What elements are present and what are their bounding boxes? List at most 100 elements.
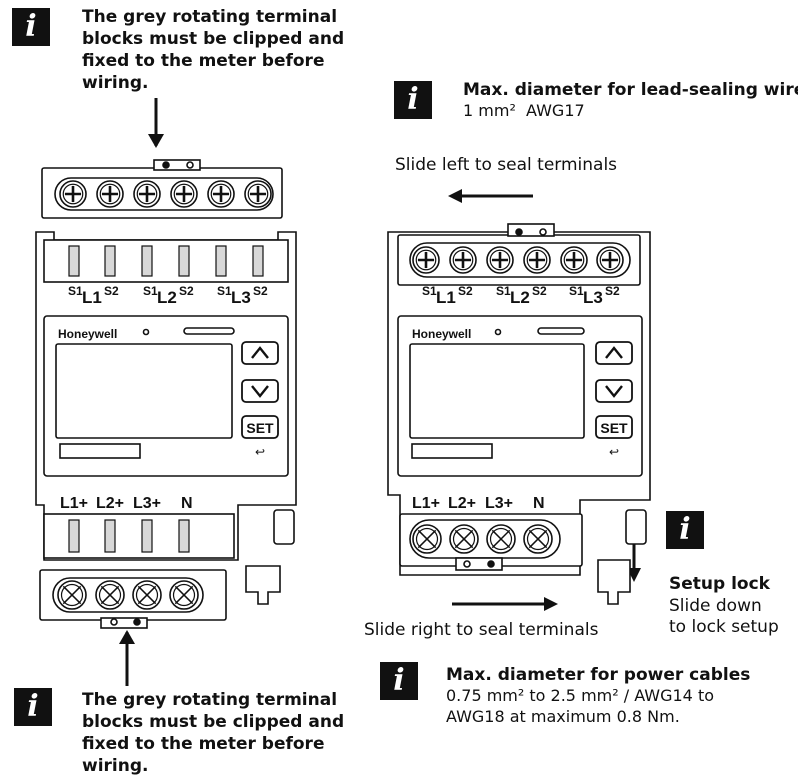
note-line: AWG18 at maximum 0.8 Nm. (446, 707, 680, 726)
note-line: fixed to the meter before (82, 734, 325, 754)
arrowhead (148, 134, 164, 148)
svg-text:L2: L2 (510, 288, 530, 307)
terminal-slot (68, 519, 80, 553)
screw-row (412, 246, 624, 274)
screw-terminal (57, 580, 87, 610)
svg-text:L1: L1 (82, 288, 102, 307)
seal-clip (153, 159, 201, 171)
seal-clip (455, 557, 503, 571)
note-line: blocks must be clipped and (82, 29, 345, 49)
seal-hole (186, 161, 194, 169)
seal-hole (110, 618, 118, 626)
terminal-slot (104, 519, 116, 553)
front-panel (43, 315, 289, 477)
svg-text:SET: SET (246, 420, 274, 436)
set-button[interactable]: SET (595, 415, 633, 439)
svg-text:L2: L2 (157, 288, 177, 307)
note-value: 1 mm² AWG17 (463, 101, 585, 120)
screw-row (57, 580, 199, 610)
terminal-slot (141, 519, 153, 553)
screw-rail (52, 577, 204, 613)
voltage-slots (68, 519, 190, 553)
slide-right-label: Slide right to seal terminals (364, 620, 599, 640)
voltage-terminal-label: L2+ (96, 495, 124, 512)
svg-text:S2: S2 (605, 284, 620, 298)
seal-clip (100, 617, 148, 629)
svg-text:S1: S1 (68, 284, 83, 298)
chevron-up-icon (251, 346, 269, 359)
svg-text:L3: L3 (583, 288, 603, 307)
arrowhead (119, 630, 135, 644)
status-led (142, 328, 150, 336)
indicator-slot (183, 327, 235, 335)
terminal-slot (215, 245, 227, 277)
label-strip (59, 443, 141, 459)
din-clip (245, 565, 281, 605)
screw-terminal (449, 524, 479, 554)
svg-text:S1: S1 (217, 284, 232, 298)
chevron-up-icon (605, 346, 623, 359)
terminal-slot (178, 519, 190, 553)
terminal-slot (104, 245, 116, 277)
voltage-terminal-label: N (181, 495, 193, 512)
brand-logo: Honeywell (412, 327, 471, 341)
set-button[interactable]: SET (241, 415, 279, 439)
up-button[interactable] (241, 341, 279, 365)
svg-text:S1: S1 (496, 284, 511, 298)
chevron-down-icon (251, 385, 269, 398)
screw-terminal (132, 580, 162, 610)
down-button[interactable] (595, 379, 633, 403)
note-line: Slide down (669, 596, 762, 616)
screw-rail (409, 242, 631, 278)
seal-hole (487, 560, 495, 568)
screw-terminal (133, 180, 161, 208)
terminal-slot (141, 245, 153, 277)
setup-lock-switch (273, 509, 295, 545)
note-line: The grey rotating terminal (82, 690, 338, 710)
screw-terminal (244, 180, 272, 208)
info-icon: i (14, 688, 52, 726)
slide-left-label: Slide left to seal terminals (395, 155, 618, 175)
down-button[interactable] (241, 379, 279, 403)
note-line: wiring. (82, 73, 149, 93)
note-line: to lock setup (669, 617, 779, 637)
svg-text:S2: S2 (104, 284, 119, 298)
voltage-terminal-label: L3+ (133, 495, 161, 512)
screw-terminal (96, 180, 124, 208)
ct-terminal-window (43, 239, 289, 283)
label-strip (411, 443, 493, 459)
voltage-terminal-label: L3+ (485, 495, 513, 512)
back-icon: ↩ (255, 445, 265, 459)
svg-text:S2: S2 (458, 284, 473, 298)
note-line: The grey rotating terminal (82, 7, 338, 27)
note-line: 0.75 mm² to 2.5 mm² / AWG14 to (446, 686, 715, 705)
svg-text:L3: L3 (231, 288, 251, 307)
terminal-slot (178, 245, 190, 277)
lcd-display (409, 343, 585, 439)
seal-hole (133, 618, 141, 626)
up-button[interactable] (595, 341, 633, 365)
info-icon: i (394, 81, 432, 119)
screw-terminal (170, 180, 198, 208)
seal-hole (515, 228, 523, 236)
note-title: Max. diameter for lead-sealing wire (463, 80, 798, 100)
svg-text:S2: S2 (179, 284, 194, 298)
screw-terminal (486, 246, 514, 274)
svg-text:S2: S2 (532, 284, 547, 298)
terminal-slot (252, 245, 264, 277)
voltage-terminal-label: L2+ (448, 495, 476, 512)
screw-row (59, 180, 272, 208)
svg-text:S2: S2 (253, 284, 268, 298)
svg-text:S1: S1 (143, 284, 158, 298)
screw-rail (54, 177, 274, 211)
voltage-terminal-label: L1+ (60, 495, 88, 512)
voltage-terminal-label: N (533, 495, 545, 512)
screw-row (412, 524, 553, 554)
screw-terminal (560, 246, 588, 274)
ct-slots (68, 245, 264, 277)
